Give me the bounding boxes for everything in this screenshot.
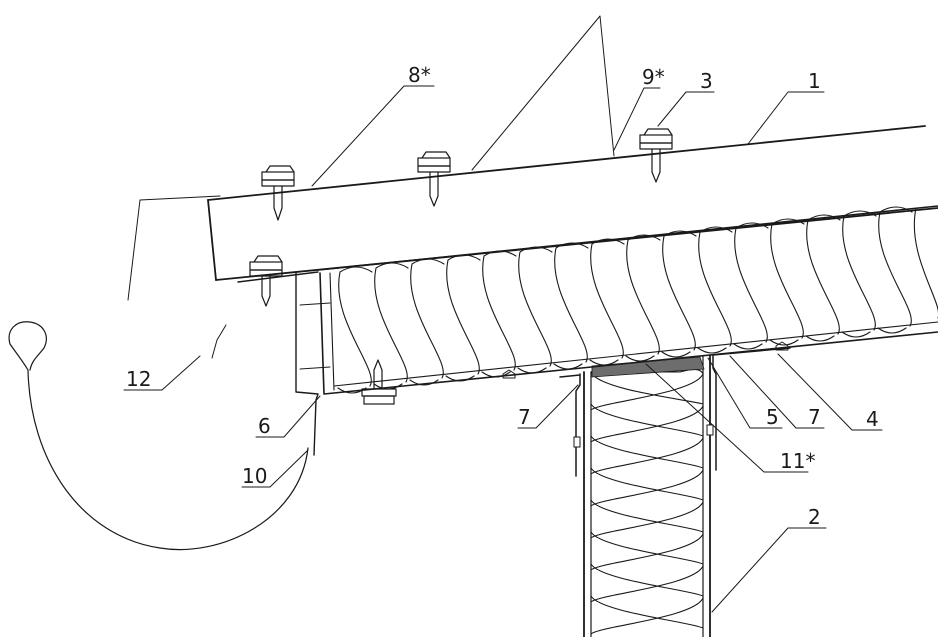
self-tapping-screw [639,128,673,183]
callout-2: 2 [808,505,821,529]
leader-lines [123,85,883,613]
callout-1: 1 [808,69,821,93]
inner-corner-flashing-left [559,373,581,477]
self-tapping-screw [261,165,295,221]
callout-9: 9* [642,65,665,89]
callout-6: 6 [258,414,271,438]
callout-4: 4 [866,407,879,431]
ridge-cover-strip [471,15,615,171]
callout-5: 5 [766,405,779,429]
callout-12: 12 [126,367,151,391]
self-tapping-screw [249,255,283,307]
callout-7-left: 7 [518,405,531,429]
eave-flashing [237,271,319,456]
roof-insulation [337,206,938,394]
wall-insulation [590,368,704,635]
callout-8: 8* [408,63,431,87]
self-tapping-screw [361,359,397,405]
callout-10: 10 [242,464,267,488]
callout-3: 3 [700,69,713,93]
wall-panel [583,355,711,637]
callout-7-right: 7 [808,405,821,429]
gutter-hanger [127,195,227,359]
self-tapping-screw [417,151,451,207]
roof-panel [207,125,938,395]
callout-11: 11* [780,449,815,473]
sealing-tape [591,356,705,378]
gutter [8,321,309,551]
